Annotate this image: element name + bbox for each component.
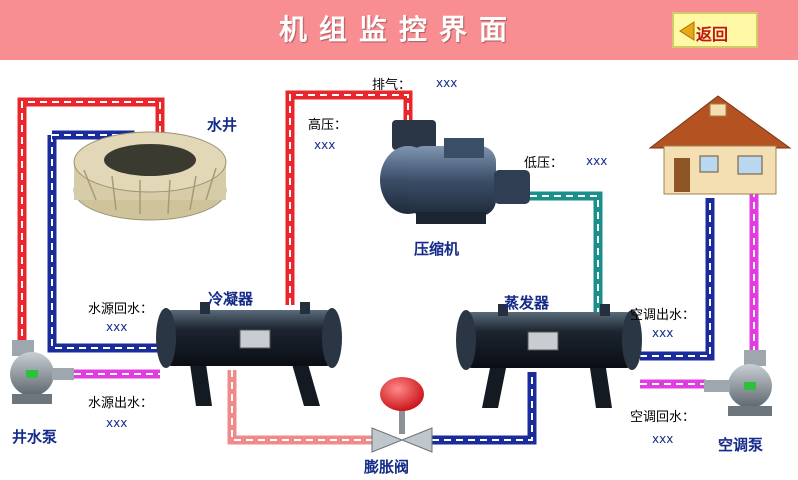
ac-outlet-value: xxx [652, 326, 674, 340]
evaporator-label: 蒸发器 [504, 294, 550, 312]
high-pressure-value: xxx [314, 138, 336, 152]
source-return-label: 水源回水： [88, 302, 154, 317]
exhaust-label: 排气： [372, 78, 412, 93]
water-well-label: 水井 [207, 116, 238, 134]
suction-pipe [530, 191, 603, 335]
ac-pump-label: 空调泵 [718, 436, 764, 454]
condenser-image [156, 302, 342, 406]
expansion-valve-image [371, 377, 433, 453]
header-bar [0, 0, 798, 60]
exhaust-value: xxx [436, 76, 458, 90]
house-image [648, 95, 792, 195]
expansion-outlet-pipe [432, 372, 537, 445]
well-pump-image [10, 340, 74, 404]
hot-gas-pipe [285, 90, 413, 305]
water-well-image [73, 131, 227, 221]
low-pressure-label: 低压： [524, 156, 564, 171]
evaporator-image [456, 304, 642, 408]
low-pressure-value: xxx [586, 154, 608, 168]
condenser-label: 冷凝器 [208, 290, 254, 308]
liquid-line-pipe [227, 370, 372, 445]
ac-return-value: xxx [652, 432, 674, 446]
back-button[interactable]: 返回 [672, 12, 758, 48]
ac-pump-image [704, 350, 772, 416]
source-outlet-value: xxx [106, 416, 128, 430]
ac-outlet-pipe [640, 198, 715, 361]
page-title: 机组监控界面 [278, 13, 519, 46]
compressor-image [380, 120, 530, 224]
well-pump-label: 井水泵 [12, 428, 58, 446]
expansion-valve-label: 膨胀阀 [364, 458, 410, 476]
high-pressure-label: 高压： [308, 118, 348, 133]
back-arrow-icon [679, 21, 695, 41]
compressor-label: 压缩机 [414, 240, 460, 258]
source-outlet-label: 水源出水： [88, 396, 154, 411]
source-return-value: xxx [106, 320, 128, 334]
back-button-label: 返回 [696, 25, 729, 44]
ac-return-pipe [640, 190, 759, 389]
ac-outlet-label: 空调出水： [630, 308, 696, 323]
ac-return-label: 空调回水： [630, 410, 696, 425]
